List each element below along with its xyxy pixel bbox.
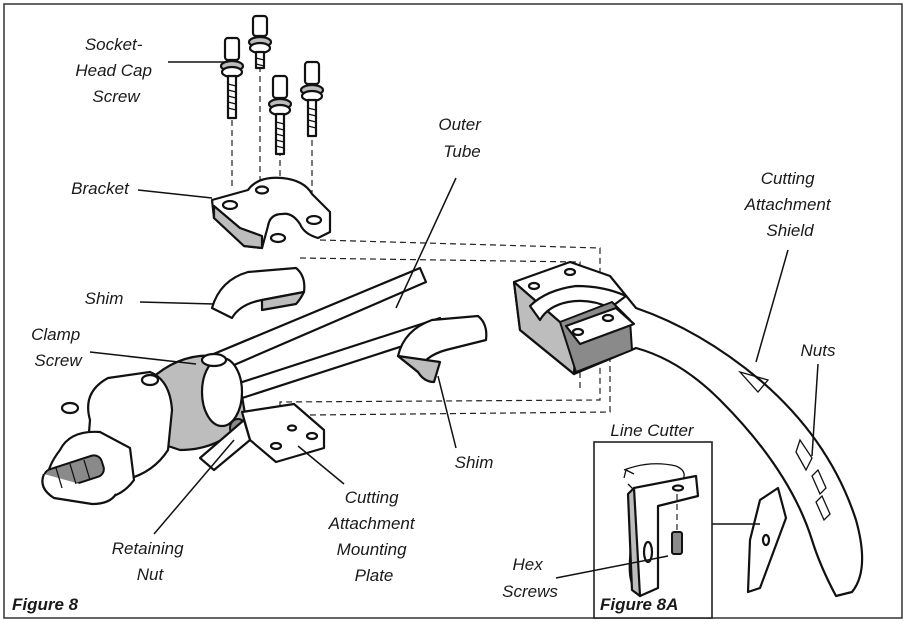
label-outer-tube: Outer Tube — [438, 115, 485, 161]
cap-screw-2 — [247, 14, 273, 70]
label-bracket: Bracket — [71, 179, 130, 198]
label-line-cutter: Line Cutter — [610, 421, 694, 440]
label-cutting-attachment-mounting-plate: Cutting Attachment Mounting Plate — [328, 488, 420, 585]
mounting-plate — [198, 402, 326, 472]
gear-head-housing — [41, 352, 248, 506]
cap-screw-4 — [299, 60, 325, 138]
label-shim-top: Shim — [85, 289, 124, 308]
label-shim-bottom: Shim — [455, 453, 494, 472]
label-retaining-nut: Retaining Nut — [112, 539, 189, 584]
cap-screw-3 — [267, 74, 293, 156]
cap-screw-1 — [219, 36, 245, 120]
label-clamp-screw: Clamp Screw — [31, 325, 85, 370]
label-cutting-attachment-shield: Cutting Attachment Shield — [744, 169, 836, 240]
part-labels: Socket- Head Cap Screw Bracket Outer Tub… — [12, 35, 836, 614]
label-hex-screws: Hex Screws — [502, 555, 558, 601]
figure-8-label: Figure 8 — [12, 595, 79, 614]
leader-lines — [89, 61, 819, 579]
label-socket-head-cap-screw: Socket- Head Cap Screw — [75, 35, 156, 106]
label-nuts: Nuts — [801, 341, 836, 360]
cutting-attachment-shield — [512, 260, 864, 598]
inset-figure-8a — [593, 441, 713, 619]
figure-frame — [3, 3, 903, 619]
shim-bottom — [396, 314, 488, 384]
figure-8a-label: Figure 8A — [600, 595, 678, 614]
bracket — [210, 176, 332, 250]
shim-top — [210, 266, 306, 320]
socket-head-cap-screws — [219, 14, 325, 156]
